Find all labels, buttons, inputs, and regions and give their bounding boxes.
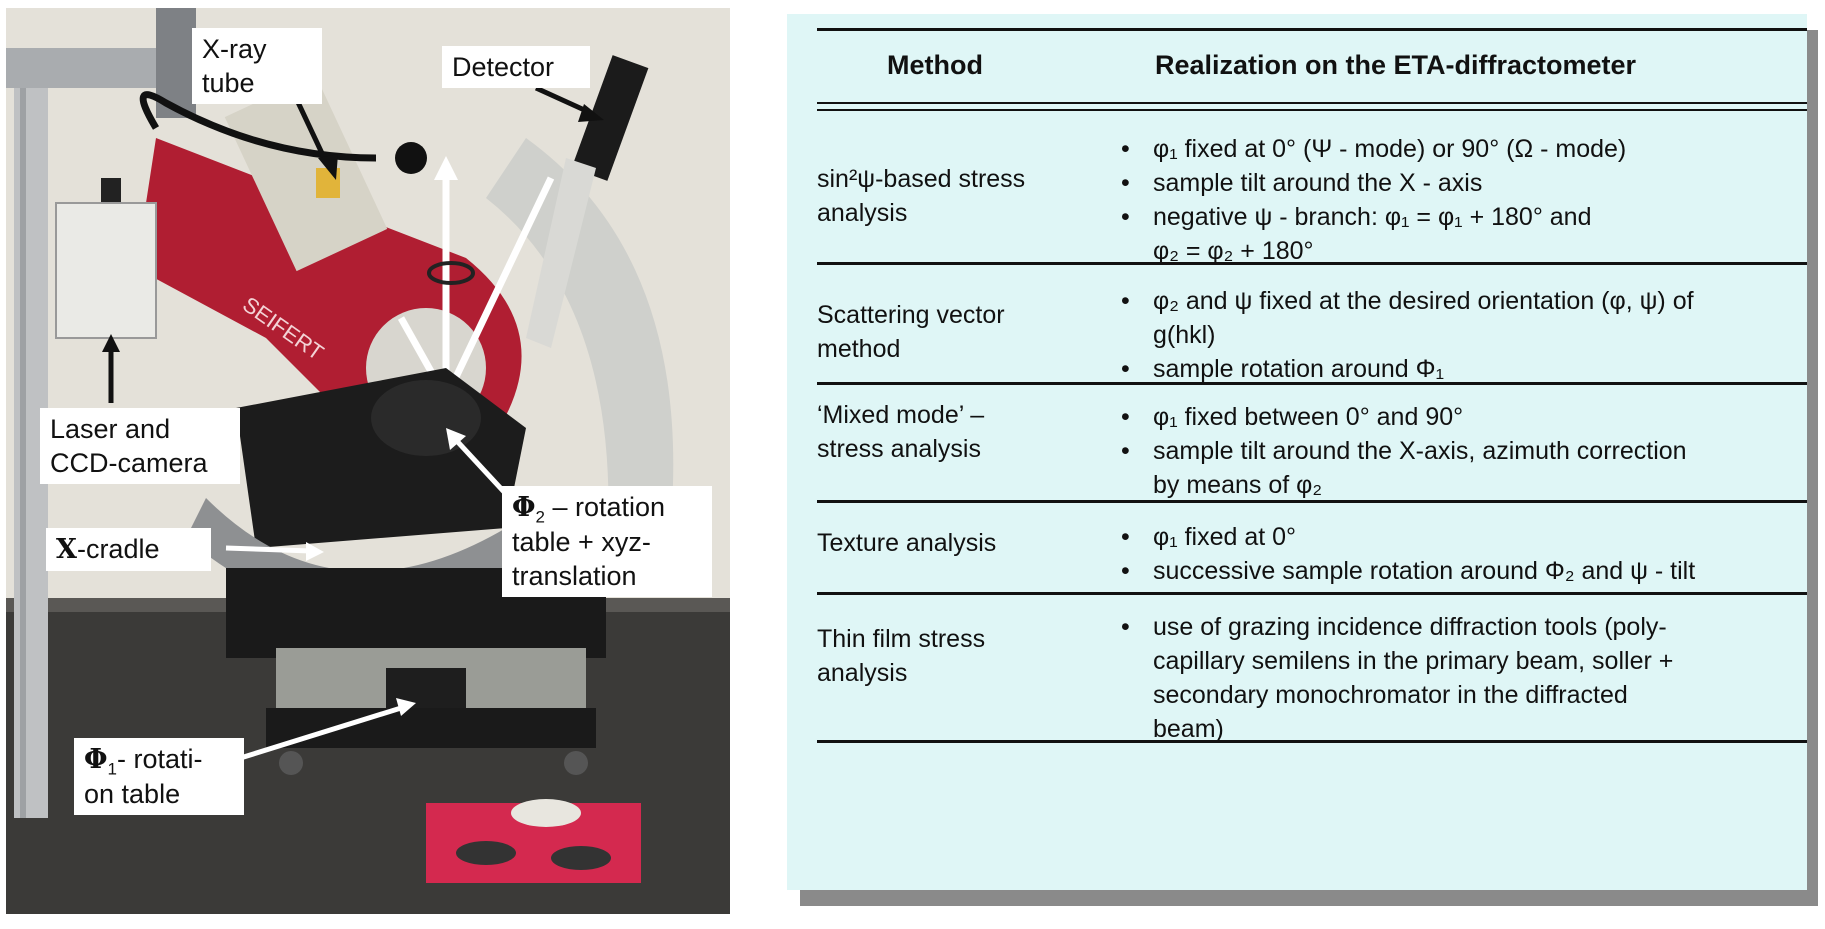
header-method: Method xyxy=(887,50,983,80)
row-3-bullets: φ₁ fixed between 0° and 90° sample tilt … xyxy=(1107,400,1787,502)
row-2-bullet-2: sample rotation around Φ₁ xyxy=(1107,352,1787,386)
row-2-method: Scattering vector method xyxy=(817,301,1005,363)
row-4-method: Texture analysis xyxy=(817,529,997,557)
row-2-bullet-1: φ₂ and ψ fixed at the desired orientatio… xyxy=(1107,284,1787,352)
row-1-bullet-2: sample tilt around the X - axis xyxy=(1107,166,1787,200)
row-3-bullet-1: φ₁ fixed between 0° and 90° xyxy=(1107,400,1787,434)
row-1-bullet-1: φ₁ fixed at 0° (Ψ - mode) or 90° (Ω - mo… xyxy=(1107,132,1787,166)
row-2-rule xyxy=(817,382,1807,385)
row-5-bullets: use of grazing incidence diffraction too… xyxy=(1107,610,1787,746)
row-4-bullet-2: successive sample rotation around Φ₂ and… xyxy=(1107,554,1787,588)
bottom-rule xyxy=(817,740,1807,743)
phi1-label: - rotati- on table xyxy=(84,744,203,809)
row-4-bullet-1: φ₁ fixed at 0° xyxy=(1107,520,1787,554)
row-1-method: sin²ψ-based stress analysis xyxy=(817,165,1026,227)
header-rule-2 xyxy=(817,109,1807,111)
row-1-rule xyxy=(817,262,1807,265)
detector-label: Detector xyxy=(452,52,555,82)
row-5-bullet-1: use of grazing incidence diffraction too… xyxy=(1107,610,1787,746)
phi1-callout: Φ1- rotati- on table xyxy=(74,738,244,815)
methods-table: Method Realization on the ETA-diffractom… xyxy=(787,14,1807,890)
row-3-method: ‘Mixed mode’ – stress analysis xyxy=(817,401,985,463)
phi2-symbol: Φ xyxy=(512,492,536,523)
top-rule xyxy=(817,28,1807,31)
laser-ccd-label: Laser and CCD-camera xyxy=(50,414,208,478)
row-4-rule xyxy=(817,592,1807,595)
header-rule-1 xyxy=(817,102,1807,104)
instrument-photo: SEIFERT xyxy=(6,8,730,914)
row-3-rule xyxy=(817,500,1807,503)
laser-ccd-callout: Laser and CCD-camera xyxy=(40,408,240,484)
header-realization: Realization on the ETA-diffractometer xyxy=(1155,50,1637,80)
row-3-bullet-2: sample tilt around the X-axis, azimuth c… xyxy=(1107,434,1787,502)
phi2-label: – rotation table + xyz- translation xyxy=(512,492,666,591)
x-cradle-callout: X-cradle xyxy=(46,528,211,571)
phi2-subscript: 2 xyxy=(535,507,545,527)
xray-tube-label: X-ray tube xyxy=(202,34,267,98)
row-1-bullets: φ₁ fixed at 0° (Ψ - mode) or 90° (Ω - mo… xyxy=(1107,132,1787,268)
phi1-subscript: 1 xyxy=(107,759,117,779)
row-2-bullets: φ₂ and ψ fixed at the desired orientatio… xyxy=(1107,284,1787,386)
phi1-symbol: Φ xyxy=(84,744,108,775)
detector-callout: Detector xyxy=(442,46,590,88)
row-5-method: Thin film stress analysis xyxy=(817,625,986,687)
phi2-callout: Φ2 – rotation table + xyz- translation xyxy=(502,486,712,597)
x-cradle-label: -cradle xyxy=(76,534,160,564)
row-4-bullets: φ₁ fixed at 0° successive sample rotatio… xyxy=(1107,520,1787,588)
x-cradle-symbol: X xyxy=(56,534,77,565)
diffractometer-illustration: SEIFERT xyxy=(6,8,730,914)
row-1-bullet-3: negative ψ - branch: φ₁ = φ₁ + 180° and … xyxy=(1107,200,1787,268)
xray-tube-callout: X-ray tube xyxy=(192,28,322,104)
